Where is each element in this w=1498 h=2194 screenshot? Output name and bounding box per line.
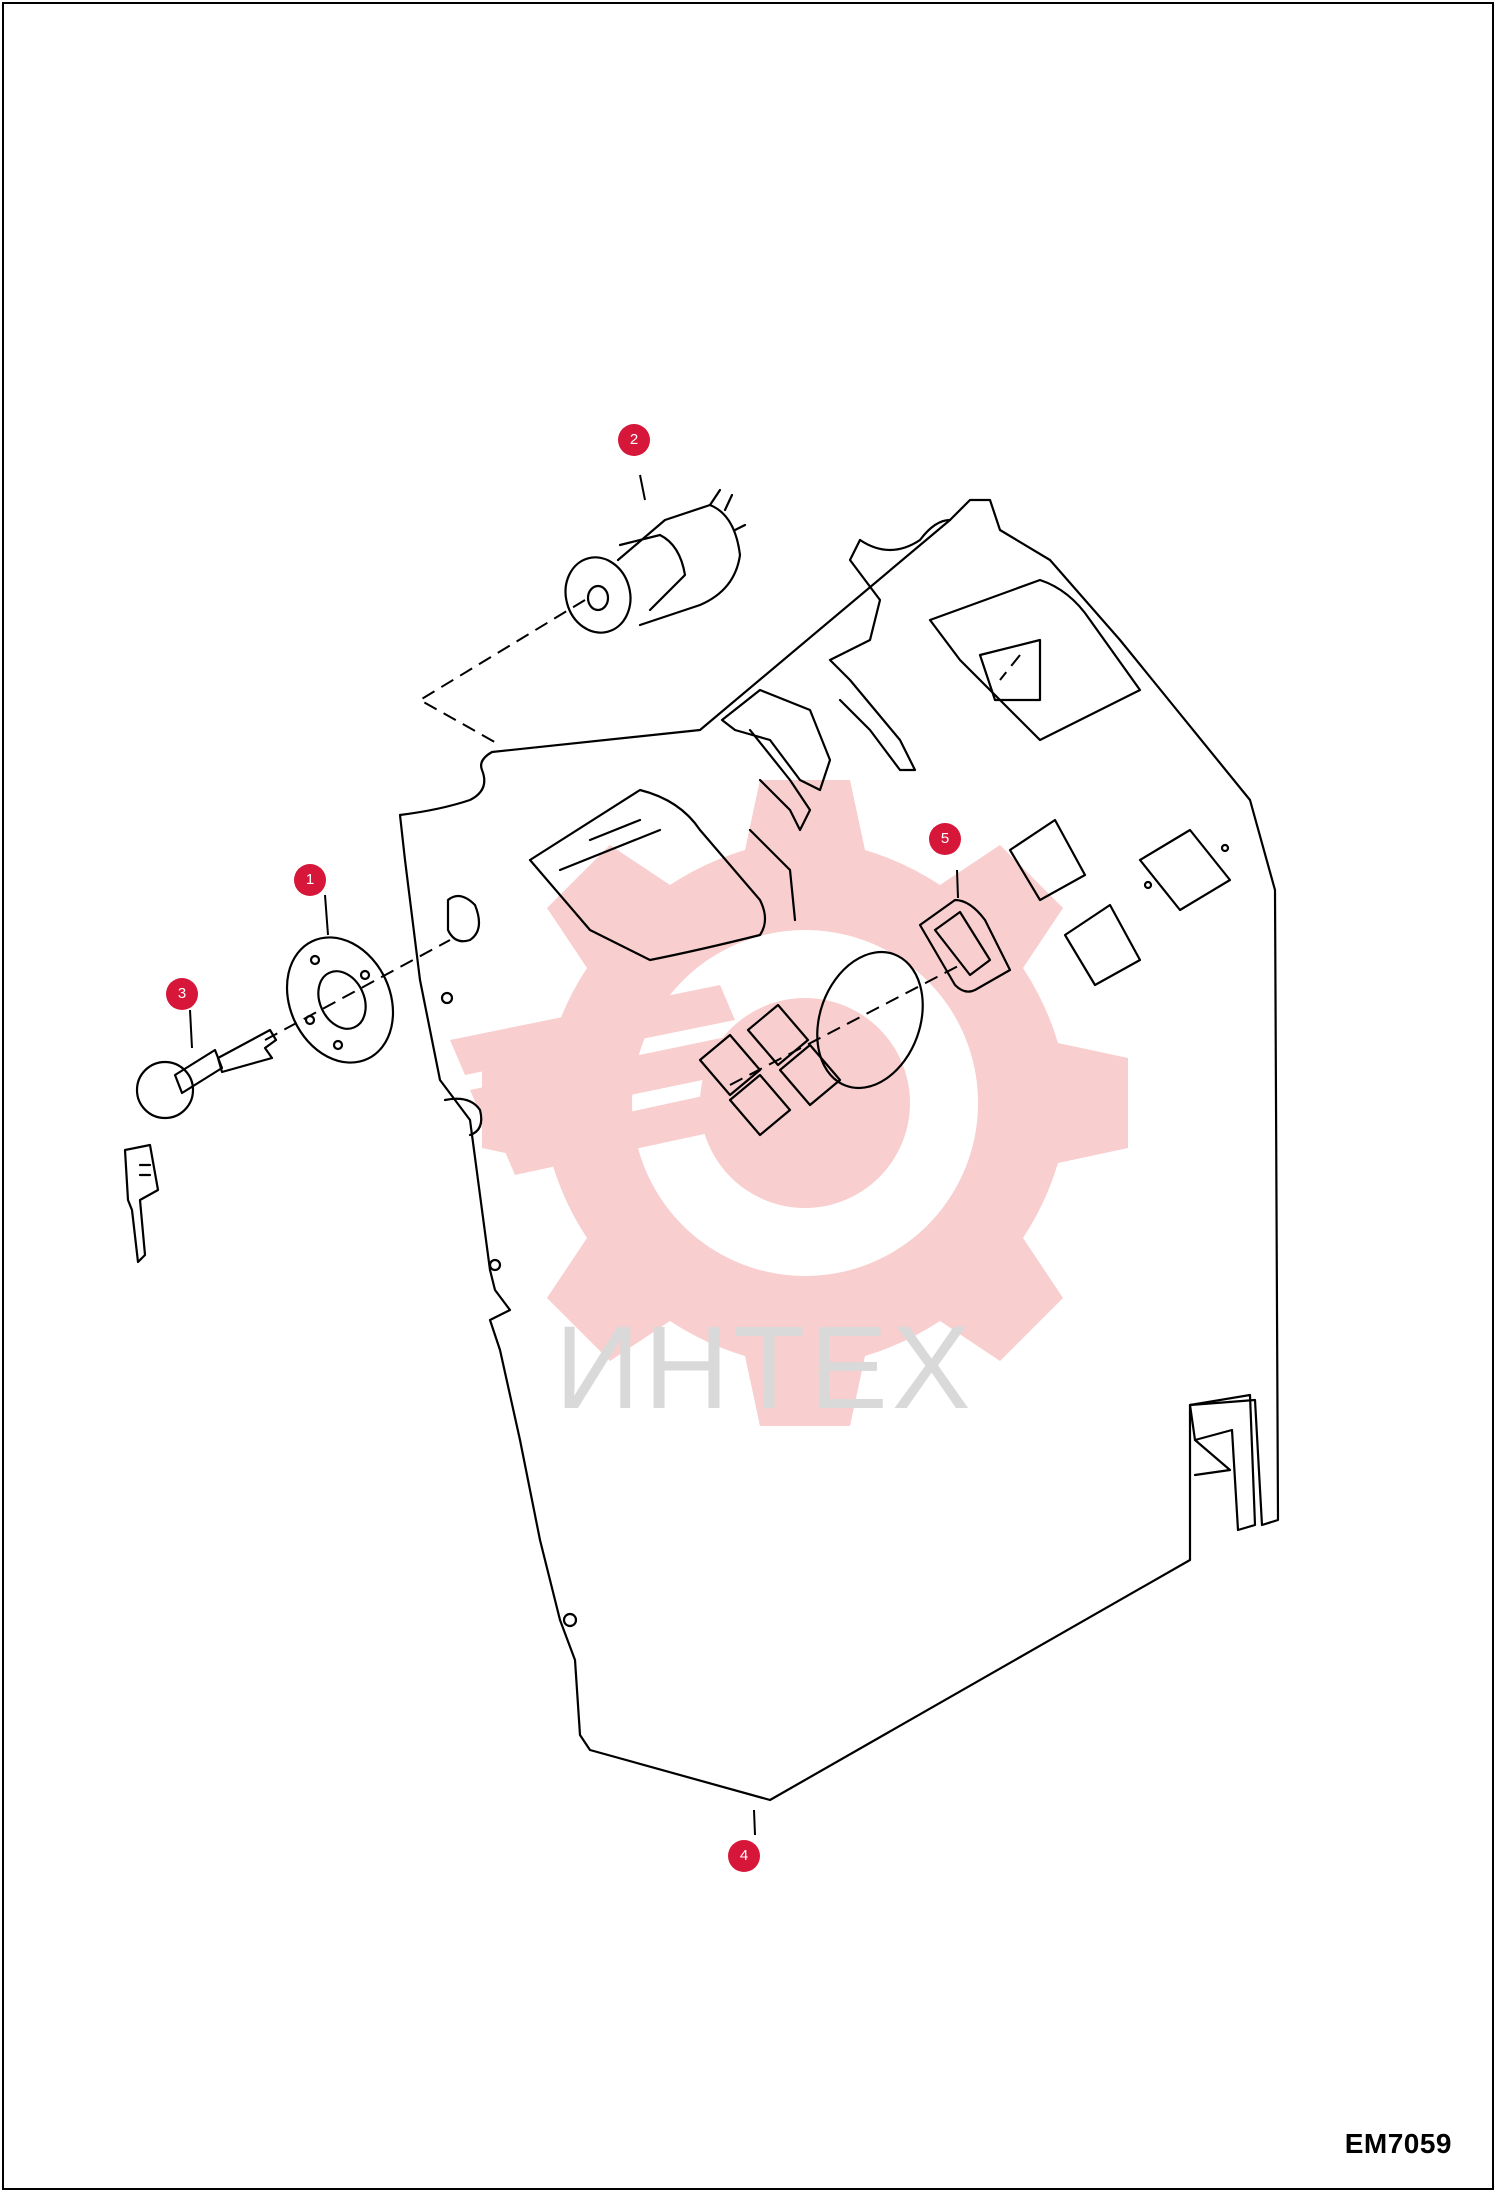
callout-3[interactable]: 3 — [166, 978, 198, 1010]
key-icon — [123, 1028, 278, 1264]
trim-ring — [285, 936, 395, 1064]
leader-lines — [189, 474, 959, 1836]
assembly-lines — [264, 599, 1021, 1086]
drawing-code: EM7059 — [1344, 2128, 1452, 2159]
callout-5[interactable]: 5 — [929, 823, 961, 855]
watermark-text: ИНТЕХ — [555, 1302, 975, 1434]
rocker-switch — [918, 898, 1012, 993]
callout-4[interactable]: 4 — [728, 1840, 760, 1872]
panel-assembly — [123, 488, 1280, 1802]
dash-panel-outline — [398, 498, 1280, 1802]
callout-2[interactable]: 2 — [618, 424, 650, 456]
ignition-switch — [564, 488, 747, 634]
callout-1[interactable]: 1 — [294, 864, 326, 896]
watermark-gear-icon — [450, 780, 1128, 1426]
